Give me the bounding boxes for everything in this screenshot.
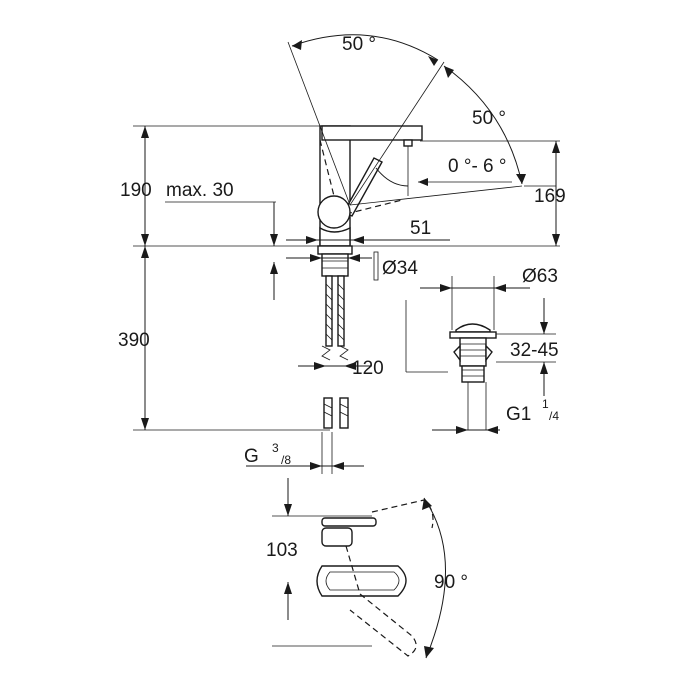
arrowhead — [552, 234, 560, 246]
arrowhead — [540, 362, 548, 374]
label-tilt: 0 °- 6 ° — [448, 156, 507, 177]
label-width-51: 51 — [410, 218, 431, 239]
waste-thread — [461, 365, 485, 383]
hose-left — [325, 275, 333, 347]
d34-bracket — [373, 251, 379, 281]
arrowhead — [352, 236, 364, 244]
spout-ghost-swung — [349, 593, 417, 657]
label-angle-top: 50 ° — [342, 34, 376, 55]
angle-arc-top — [291, 34, 439, 61]
label-height-190: 190 — [120, 180, 152, 201]
waste-cap — [455, 323, 491, 333]
tilt-arc — [375, 167, 409, 187]
arrowhead — [292, 40, 302, 50]
hose-fitting-right — [339, 397, 349, 429]
arrowhead — [486, 426, 498, 434]
arrowhead — [424, 646, 434, 658]
spout-top-inner — [325, 571, 400, 591]
faucet-side-view — [133, 125, 560, 431]
arrowhead — [494, 284, 506, 292]
waste-flange — [449, 331, 497, 339]
waste-body — [459, 337, 487, 367]
arrowhead — [456, 426, 468, 434]
label-thread-g38: G — [244, 446, 259, 467]
spout-ghost-link — [345, 545, 361, 595]
arrowhead — [552, 141, 560, 153]
angle-arcs — [287, 34, 526, 206]
arrowhead — [332, 462, 344, 470]
arrowhead — [284, 504, 292, 516]
arrowhead — [310, 462, 322, 470]
dimension-labels: 50 ° 50 ° 0 °- 6 ° 190 max. 30 169 51 Ø3… — [118, 34, 566, 593]
arrowhead — [344, 362, 356, 370]
lever-top — [321, 517, 377, 527]
lever-swing-line-right — [349, 61, 445, 206]
arrowhead — [270, 234, 278, 246]
faucet-top-view — [272, 478, 446, 659]
label-height-103: 103 — [266, 540, 298, 561]
body-base — [319, 226, 351, 247]
label-length-120: 120 — [352, 358, 384, 379]
arrowhead — [418, 178, 428, 186]
aerator — [403, 139, 413, 147]
arrowhead — [306, 236, 318, 244]
label-angle-right: 50 ° — [472, 108, 506, 129]
cartridge-knob — [317, 195, 351, 229]
dimension-lines — [141, 126, 560, 474]
hose-break-mark — [321, 345, 331, 361]
arrowhead — [348, 254, 360, 262]
lever-swing-line-horizontal — [349, 185, 523, 206]
arrowhead — [141, 126, 149, 138]
arrowhead — [422, 498, 432, 510]
faucet-spout — [321, 125, 423, 141]
hose-fitting-left — [323, 397, 333, 429]
hose-right — [337, 275, 345, 347]
lever-swing-line-left — [287, 41, 351, 206]
popup-waste-view — [405, 276, 556, 434]
arrowhead — [270, 262, 278, 274]
label-height-169: 169 — [534, 186, 566, 207]
mounting-nut — [321, 253, 349, 277]
label-diameter-63: Ø63 — [522, 266, 558, 287]
swivel-arc — [423, 497, 446, 659]
arrowhead — [310, 254, 322, 262]
label-angle-swivel: 90 ° — [434, 572, 468, 593]
hose-break-mark — [339, 345, 349, 361]
label-thread-g1-sup: 1 — [542, 397, 549, 411]
body-top — [321, 527, 353, 547]
mounting-flange — [317, 245, 353, 255]
label-diameter-34: Ø34 — [382, 258, 418, 279]
arrowhead — [516, 174, 526, 184]
arrowhead — [440, 284, 452, 292]
arrowhead — [444, 66, 454, 78]
arrowhead — [141, 246, 149, 258]
arrowhead — [284, 582, 292, 594]
arrowhead — [141, 234, 149, 246]
label-thread-g38-sup: 3 — [272, 441, 279, 455]
angle-arc-right — [443, 65, 523, 185]
label-thread-g38-sub: /8 — [281, 453, 291, 467]
waste-nut-left — [453, 344, 461, 363]
arrowhead — [428, 56, 438, 66]
label-thread-g1-sub: /4 — [549, 409, 559, 423]
arrowhead — [314, 362, 326, 370]
arrowhead — [540, 322, 548, 334]
spout-top — [316, 565, 407, 597]
label-length-390: 390 — [118, 330, 150, 351]
label-range-32-45: 32-45 — [510, 340, 559, 361]
arrowhead — [141, 418, 149, 430]
label-thread-g1: G1 — [506, 404, 531, 425]
label-max-30: max. 30 — [166, 180, 234, 201]
flex-hoses — [321, 275, 349, 429]
waste-nut-right — [485, 344, 493, 363]
